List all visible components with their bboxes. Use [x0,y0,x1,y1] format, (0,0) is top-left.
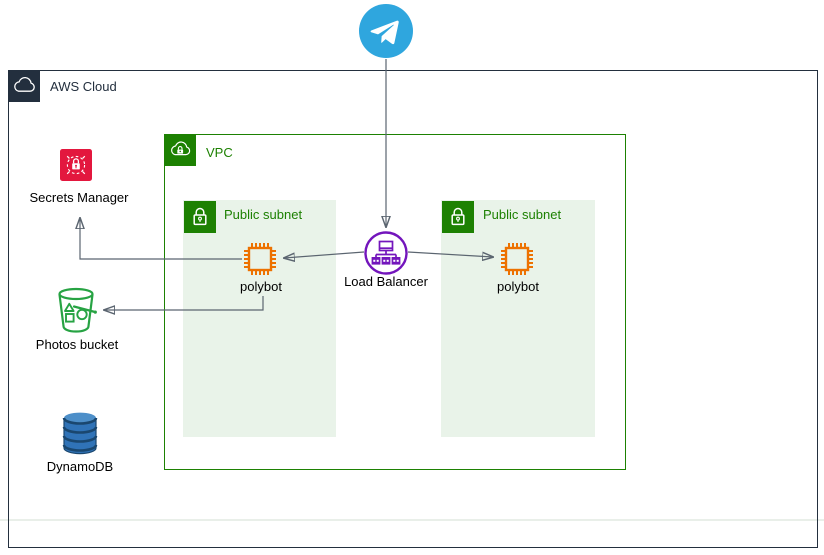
polybot-chip-icon[interactable] [242,241,278,277]
secrets-manager-icon[interactable] [60,149,92,181]
vpc-label: VPC [206,145,233,160]
telegram-icon[interactable] [358,3,414,59]
public-subnet-left[interactable] [183,200,336,437]
photos-bucket-label: Photos bucket [35,337,119,352]
dynamodb-icon[interactable] [61,411,99,455]
separator-line [0,519,824,521]
load-balancer-icon[interactable] [362,229,410,277]
public-subnet-right-label: Public subnet [483,207,562,222]
subnet-lock-icon [442,201,474,233]
polybot-right-label: polybot [497,279,539,294]
subnet-lock-icon [184,201,216,233]
public-subnet-right[interactable] [441,200,595,437]
dynamodb-label: DynamoDB [46,459,114,474]
s3-bucket-icon[interactable] [54,286,100,334]
polybot-left-label: polybot [240,279,282,294]
polybot-chip-icon[interactable] [499,241,535,277]
secrets-manager-label: Secrets Manager [29,190,129,205]
public-subnet-left-label: Public subnet [224,207,303,222]
aws-cloud-container[interactable] [8,70,818,548]
load-balancer-label: Load Balancer [344,274,428,289]
aws-cloud-icon [8,70,40,102]
aws-cloud-label: AWS Cloud [50,79,117,94]
vpc-cloud-lock-icon [164,134,196,166]
